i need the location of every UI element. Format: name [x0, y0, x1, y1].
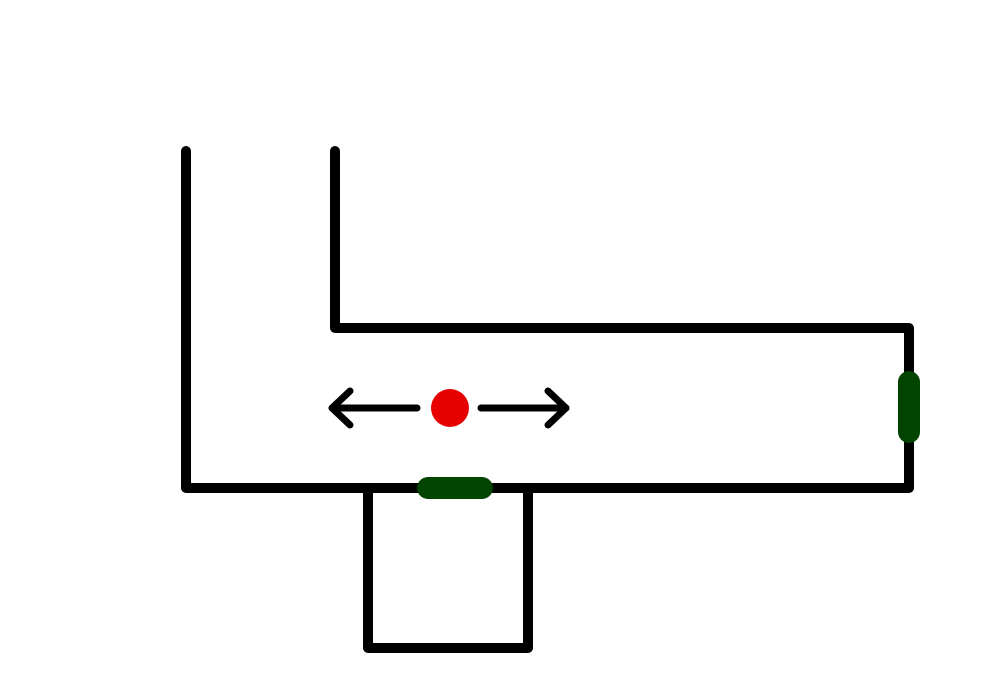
wall-right-lower: [523, 431, 914, 493]
small-room: [363, 483, 533, 653]
arrow-right-icon: [477, 387, 570, 429]
wall-inner-corner: [330, 146, 914, 383]
agent-dot: [431, 389, 469, 427]
arrow-left-icon: [328, 387, 421, 429]
wall-left-outer: [181, 146, 373, 493]
corridor-walls: [181, 146, 914, 493]
